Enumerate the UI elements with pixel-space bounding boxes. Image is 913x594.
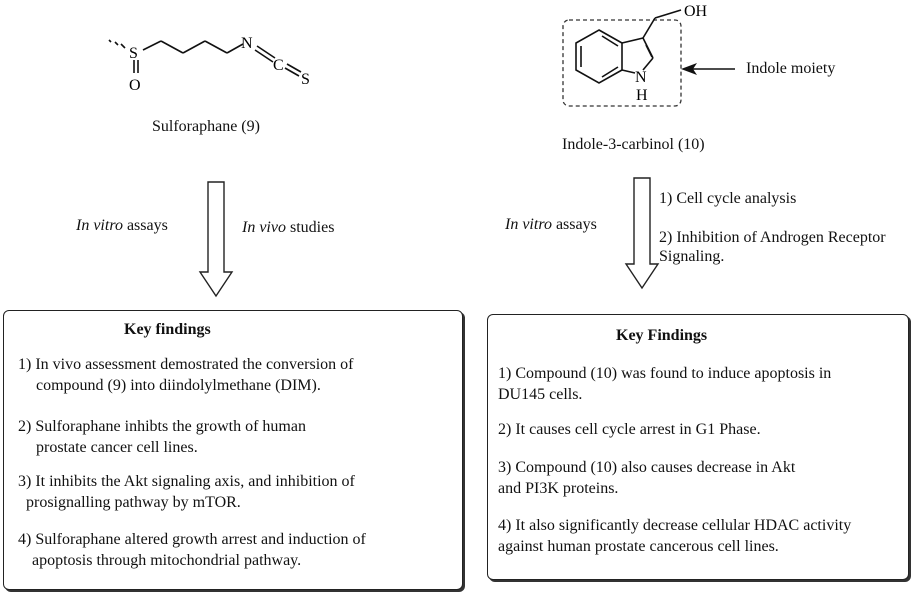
left-finding-4-line-1: 4) Sulforaphane altered growth arrest an… (18, 531, 366, 548)
right-finding-2: 2) It causes cell cycle arrest in G1 Pha… (498, 419, 761, 440)
left-box-title: Key findings (124, 321, 211, 338)
hydroxyl-label: OH (684, 3, 708, 20)
right-finding-3: 3) Compound (10) also causes decrease in… (498, 457, 795, 499)
right-flow-arrow (624, 177, 660, 290)
left-finding-1-line-2: compound (9) into diindolylmethane (DIM)… (36, 377, 321, 394)
left-finding-3-line-2: prosignalling pathway by mTOR. (26, 494, 241, 511)
right-in-vitro-rest: assays (551, 216, 597, 233)
right-finding-3-line-2: and PI3K proteins. (498, 480, 619, 497)
left-finding-2: 2) Sulforaphane inhibts the growth of hu… (18, 416, 306, 458)
left-in-vitro-label: In vitro assays (76, 217, 168, 235)
left-in-vitro-italic: In vitro (76, 217, 123, 234)
left-finding-2-line-2: prostate cancer cell lines. (36, 439, 198, 456)
right-finding-3-line-1: 3) Compound (10) also causes decrease in… (498, 459, 796, 476)
oxygen-atom-label: O (129, 77, 141, 94)
indole-moiety-box (562, 19, 682, 107)
left-in-vivo-label: In vivo studies (242, 219, 334, 237)
right-finding-4-line-1: 4) It also significantly decrease cellul… (498, 517, 852, 534)
indole-structure: OH N H (562, 3, 735, 107)
indole-nitrogen-label: N (635, 69, 647, 86)
right-in-vitro-italic: In vitro (505, 216, 552, 233)
right-step-2: 2) Inhibition of Androgen Receptor (659, 229, 886, 246)
carbon-atom-label: C (273, 57, 284, 74)
right-finding-4: 4) It also significantly decrease cellul… (498, 515, 851, 557)
moiety-pointer-arrowhead (681, 63, 697, 75)
left-finding-4-line-2: apoptosis through mitochondrial pathway. (32, 552, 302, 569)
left-finding-1: 1) In vivo assessment demostrated the co… (18, 354, 353, 396)
left-in-vitro-rest: assays (122, 217, 168, 234)
indole-carbinol-label: Indole-3-carbinol (10) (562, 136, 705, 153)
left-in-vivo-italic: In vivo (242, 219, 286, 236)
left-finding-3-line-1: 3) It inhibits the Akt signaling axis, a… (18, 473, 355, 490)
left-flow-arrow (198, 181, 234, 298)
left-key-findings-box: Key findings 1) In vivo assessment demos… (3, 310, 463, 590)
left-in-vivo-rest: studies (285, 219, 335, 236)
left-finding-2-line-1: 2) Sulforaphane inhibts the growth of hu… (18, 418, 306, 435)
right-finding-1-line-2: DU145 cells. (498, 386, 583, 403)
indole-moiety-label: Indole moiety (746, 60, 836, 77)
right-finding-4-line-2: against human prostate cancerous cell li… (498, 538, 779, 555)
right-key-findings-box: Key Findings 1) Compound (10) was found … (487, 314, 909, 580)
left-finding-1-line-1: 1) In vivo assessment demostrated the co… (18, 356, 354, 373)
right-finding-1-line-1: 1) Compound (10) was found to induce apo… (498, 365, 832, 382)
sulforaphane-label: Sulforaphane (9) (152, 118, 260, 135)
sulforaphane-structure: S O N C S (108, 35, 310, 94)
right-finding-2-line-1: 2) It causes cell cycle arrest in G1 Pha… (498, 421, 761, 438)
indole-hydrogen-label: H (636, 87, 648, 104)
right-step-2-cont: Signaling. (659, 248, 725, 265)
sulfur-atom-label: S (129, 45, 138, 62)
left-finding-4: 4) Sulforaphane altered growth arrest an… (18, 529, 366, 571)
right-step-1: 1) Cell cycle analysis (659, 190, 797, 207)
left-finding-3: 3) It inhibits the Akt signaling axis, a… (18, 471, 355, 513)
right-finding-1: 1) Compound (10) was found to induce apo… (498, 363, 831, 405)
right-box-title: Key Findings (616, 327, 708, 344)
nitrogen-atom-label: N (241, 35, 253, 52)
sulfur-atom-label-2: S (301, 71, 310, 88)
right-in-vitro-label: In vitro assays (505, 216, 597, 234)
